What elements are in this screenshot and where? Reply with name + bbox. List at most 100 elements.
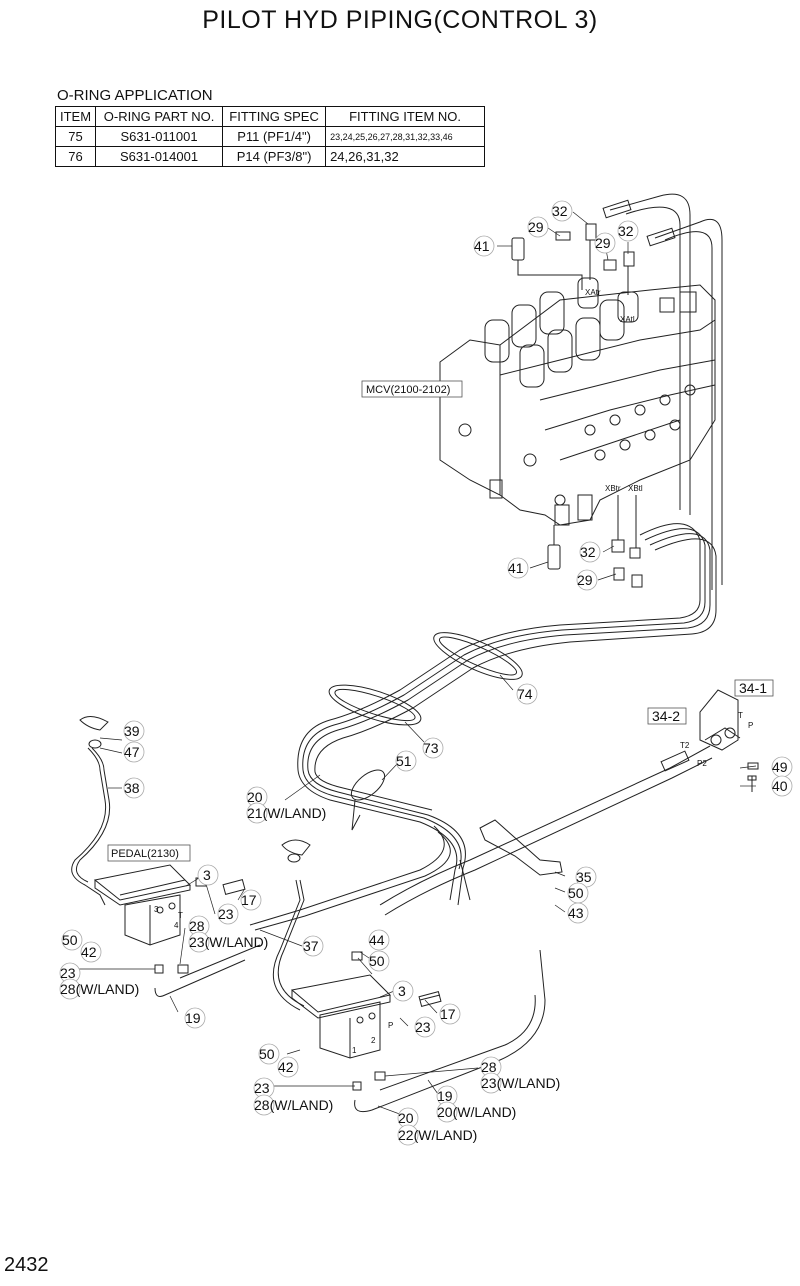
callout-3: 3 (197, 864, 219, 886)
port-label-t: T (738, 711, 743, 720)
callout-19: 19 (436, 1085, 458, 1107)
main-hose-bundle (249, 523, 717, 931)
callout-50: 50 (61, 929, 83, 951)
svg-text:50: 50 (568, 885, 584, 901)
page-number: 2432 (4, 1254, 49, 1276)
port-label-t2: T2 (680, 741, 690, 750)
callout-39: 39 (123, 720, 145, 742)
callout-20: 20 (397, 1107, 419, 1129)
svg-text:28: 28 (481, 1059, 497, 1075)
svg-text:PEDAL(2130): PEDAL(2130) (111, 848, 179, 860)
callout-41: 41 (507, 557, 529, 579)
callout-28-wland: 28(W/LAND) (253, 1094, 333, 1116)
svg-text:39: 39 (124, 723, 140, 739)
svg-text:3: 3 (203, 867, 211, 883)
mounting-bracket (479, 819, 563, 876)
callout-42: 42 (80, 941, 102, 963)
callout-74: 74 (516, 683, 538, 705)
page-title: PILOT HYD PIPING(CONTROL 3) (202, 6, 598, 34)
callout-43: 43 (567, 902, 589, 924)
callout-32: 32 (617, 220, 639, 242)
svg-text:50: 50 (369, 953, 385, 969)
callout-37: 37 (302, 935, 324, 957)
table-row: 76 S631-014001 P14 (PF3/8") 24,26,31,32 (54, 146, 486, 167)
callout-28: 28 (188, 915, 210, 937)
pedal1-port-t: T (178, 911, 183, 920)
pedal-1 (71, 716, 261, 997)
svg-text:29: 29 (595, 235, 611, 251)
callout-41: 41 (473, 235, 495, 257)
callout-21-wland: 21(W/LAND) (246, 802, 326, 824)
pedal2-port-1: 1 (352, 1046, 357, 1055)
clamp-73 (328, 684, 422, 726)
callout-50: 50 (368, 950, 390, 972)
svg-text:17: 17 (440, 1006, 456, 1022)
callout-29: 29 (527, 216, 549, 238)
callout-47: 47 (123, 741, 145, 763)
svg-text:23: 23 (254, 1080, 270, 1096)
callout-23: 23 (59, 962, 81, 984)
port-label-p: P (748, 721, 753, 730)
svg-text:19: 19 (185, 1010, 201, 1026)
svg-text:20(W/LAND): 20(W/LAND) (437, 1104, 516, 1120)
svg-text:20: 20 (398, 1110, 414, 1126)
svg-text:32: 32 (580, 544, 596, 560)
upper-fittings (511, 223, 635, 295)
svg-text:28: 28 (189, 918, 205, 934)
mcv-valve-body (439, 277, 716, 526)
callout-23-wland: 23(W/LAND) (480, 1072, 560, 1094)
callout-20: 20 (246, 786, 268, 808)
port-label-xbtr: XBtr (605, 484, 621, 493)
svg-text:50: 50 (62, 932, 78, 948)
oring-table: ITEM O-RING PART NO. FITTING SPEC FITTIN… (54, 106, 486, 167)
svg-text:MCV(2100-2102): MCV(2100-2102) (366, 384, 450, 396)
pedal2-port-p: P (388, 1021, 393, 1030)
callout-40: 40 (771, 775, 793, 797)
callout-22-wland: 22(W/LAND) (397, 1124, 477, 1146)
svg-text:29: 29 (577, 572, 593, 588)
callout-51: 51 (395, 750, 417, 772)
pedal2-port-2: 2 (371, 1036, 376, 1045)
svg-text:42: 42 (278, 1059, 294, 1075)
callout-73: 73 (422, 737, 444, 759)
svg-text:43: 43 (568, 905, 584, 921)
callout-20-wland: 20(W/LAND) (436, 1101, 516, 1123)
port-label-xbtl: XBtl (628, 484, 643, 493)
callout-29: 29 (594, 232, 616, 254)
table-header-row: ITEM O-RING PART NO. FITTING SPEC FITTIN… (54, 106, 486, 127)
callout-32: 32 (579, 541, 601, 563)
svg-text:34-2: 34-2 (652, 708, 680, 724)
table-cell: 76 (54, 146, 97, 167)
svg-text:23(W/LAND): 23(W/LAND) (481, 1075, 560, 1091)
leader-lines (70, 211, 757, 1117)
svg-text:44: 44 (369, 932, 385, 948)
svg-text:37: 37 (303, 938, 319, 954)
callout-3: 3 (392, 980, 414, 1002)
mcv-label: MCV(2100-2102) (361, 380, 463, 398)
port-label-xatl: XAtl (620, 315, 635, 324)
column-header: FITTING ITEM NO. (325, 106, 486, 127)
callout-49: 49 (771, 756, 793, 778)
pedal1-port-3: 3 (154, 905, 159, 914)
svg-text:35: 35 (576, 869, 592, 885)
svg-text:34-1: 34-1 (739, 680, 767, 696)
svg-text:19: 19 (437, 1088, 453, 1104)
upper-hose-bundle (602, 193, 723, 590)
table-cell: S631-014001 (95, 146, 224, 167)
callout-32: 32 (551, 200, 573, 222)
svg-text:49: 49 (772, 759, 788, 775)
port-label-xatr: XAtr (585, 288, 601, 297)
svg-text:23: 23 (60, 965, 76, 981)
svg-text:28(W/LAND): 28(W/LAND) (254, 1097, 333, 1113)
svg-text:23: 23 (218, 906, 234, 922)
svg-text:32: 32 (552, 203, 568, 219)
pedal-label: PEDAL(2130) (107, 844, 191, 862)
svg-text:73: 73 (423, 740, 439, 756)
callout-38: 38 (123, 777, 145, 799)
svg-text:42: 42 (81, 944, 97, 960)
callout-23: 23 (217, 903, 239, 925)
right-hose (379, 689, 759, 916)
callout-28-wland: 28(W/LAND) (59, 978, 139, 1000)
callout-23: 23 (414, 1016, 436, 1038)
